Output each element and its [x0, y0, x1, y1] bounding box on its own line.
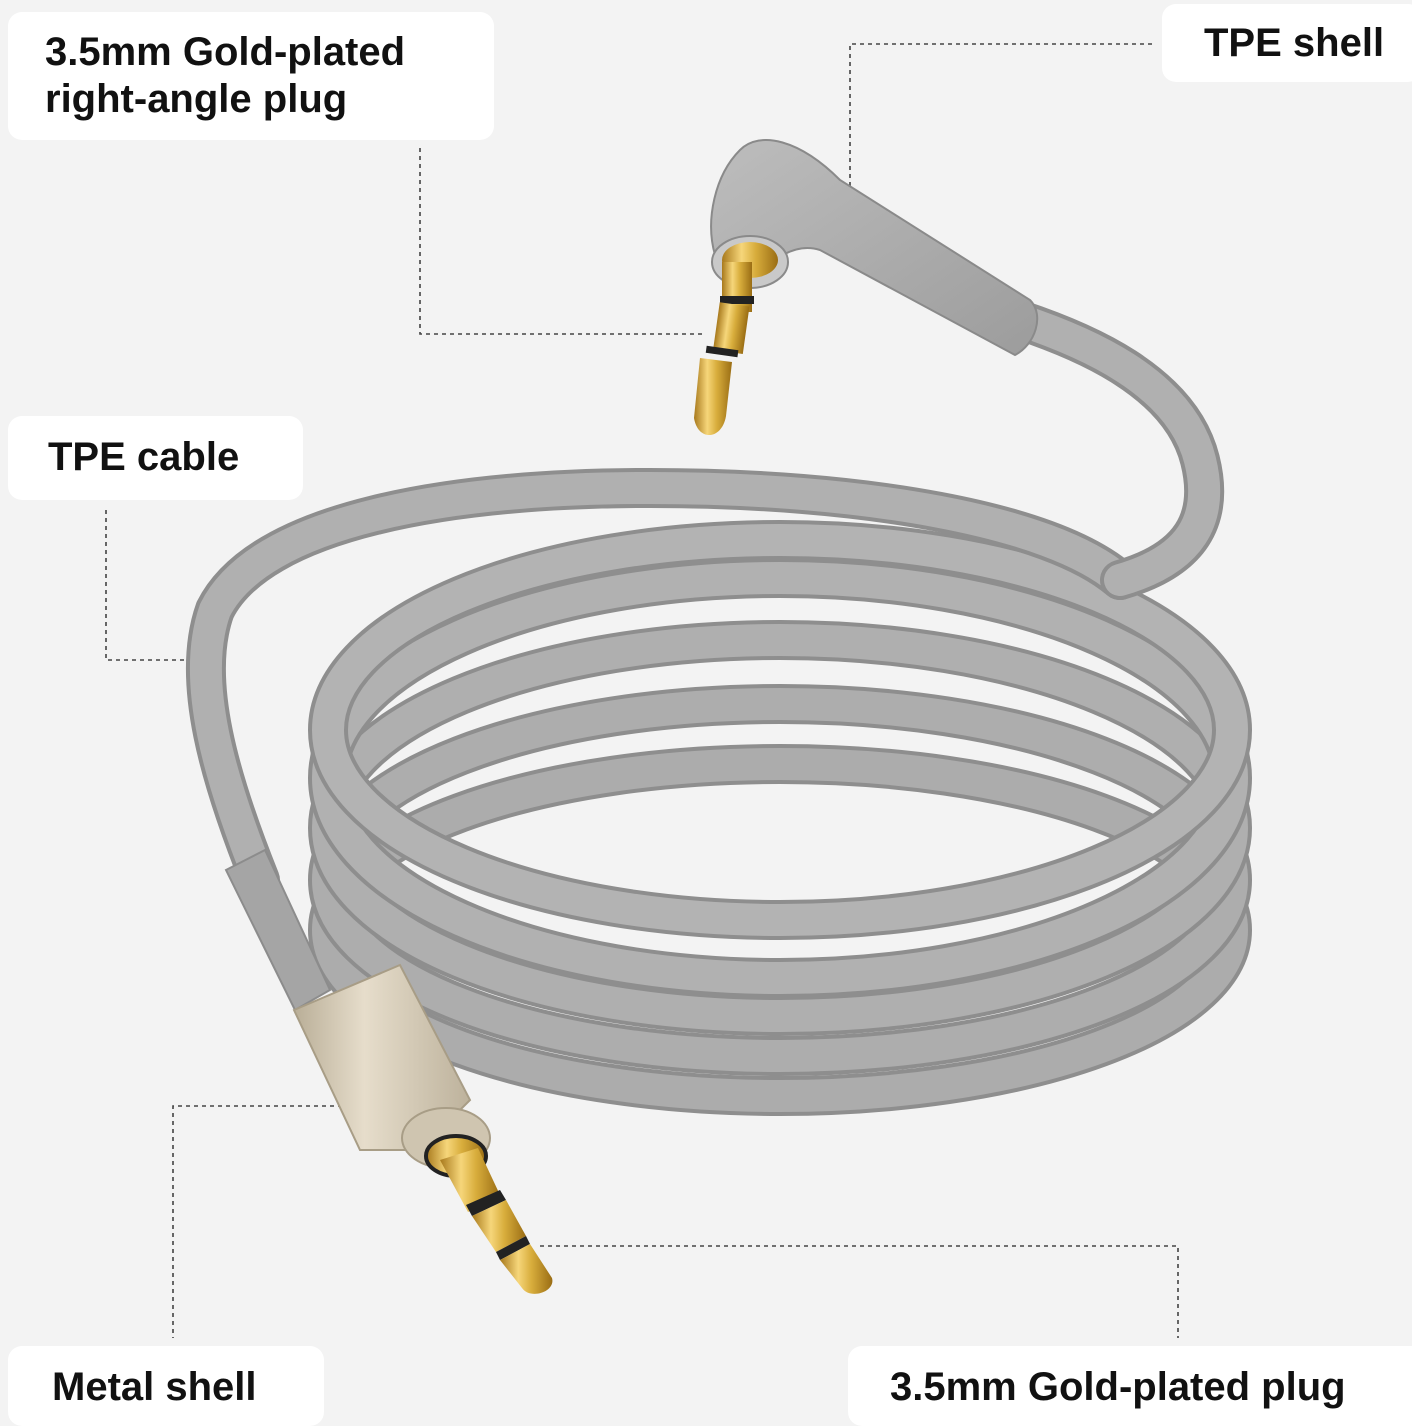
label-right-angle-plug-line2: right-angle plug — [45, 77, 348, 121]
label-tpe-shell: TPE shell — [1162, 4, 1412, 82]
label-straight-plug: 3.5mm Gold-plated plug — [848, 1346, 1412, 1426]
label-tpe-cable-text: TPE cable — [48, 435, 240, 479]
plug-ring-insulator — [705, 345, 739, 358]
leader-right-angle-plug — [419, 148, 705, 335]
strain-relief — [224, 848, 332, 1012]
label-right-angle-plug-line1: 3.5mm Gold-plated — [45, 30, 406, 74]
plug-tip — [694, 358, 732, 436]
plug-ring-insulator — [720, 296, 754, 304]
coil-loop — [312, 524, 1248, 936]
plug-ring-insulator — [496, 1236, 530, 1260]
plug-ring — [713, 302, 750, 355]
label-metal-shell-text: Metal shell — [52, 1365, 257, 1409]
cable-outer-strand-face — [189, 471, 1136, 896]
label-straight-plug-text: 3.5mm Gold-plated plug — [890, 1365, 1346, 1409]
label-tpe-cable: TPE cable — [8, 416, 303, 500]
cable-rising-strand-face — [1004, 304, 1221, 596]
leader-metal-shell — [172, 1105, 350, 1338]
label-metal-shell: Metal shell — [8, 1346, 324, 1426]
leader-tpe-shell — [849, 43, 1152, 208]
cable-strand — [185, 300, 1225, 900]
leader-lines — [105, 43, 1179, 1338]
label-right-angle-plug: 3.5mm Gold-plated right-angle plug — [8, 12, 494, 140]
leader-tpe-cable — [105, 510, 205, 661]
leader-straight-plug — [540, 1245, 1179, 1338]
label-tpe-shell-text: TPE shell — [1204, 21, 1385, 65]
tpe-shell-body — [710, 139, 1039, 357]
cable-coil — [308, 520, 1252, 1116]
right-angle-plug — [694, 139, 1039, 436]
plug-ring-insulator — [466, 1190, 506, 1216]
straight-plug — [224, 848, 553, 1294]
plug-sleeve — [440, 1148, 500, 1212]
plug-tip — [500, 1244, 553, 1294]
plug-ring — [472, 1200, 526, 1252]
